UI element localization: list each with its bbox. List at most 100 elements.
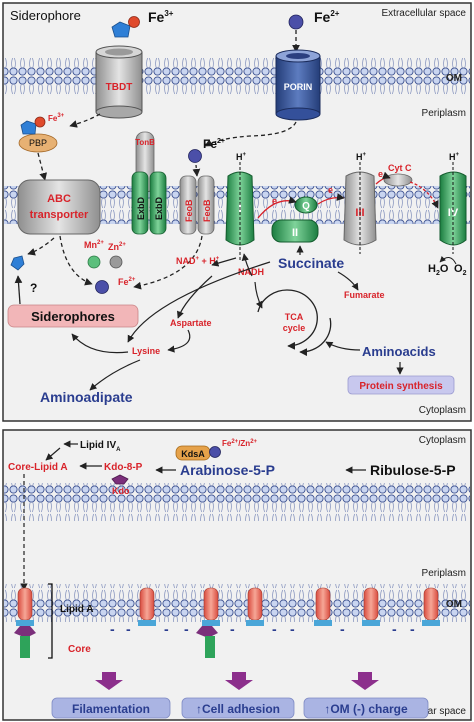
cytoplasm-label: Cytoplasm (419, 405, 466, 416)
complex-ii-label: II (292, 227, 298, 239)
pbp-to-abc-arrow (37, 152, 48, 181)
exbd-label-2: ExbD (154, 196, 164, 220)
proton-label-2: H+ (356, 152, 367, 162)
q-label: Q (302, 201, 310, 212)
ribulose-label: Ribulose-5-P (370, 462, 456, 478)
lps-molecules (14, 587, 440, 658)
tbdt-label: TBDT (106, 82, 133, 93)
aminoacids-to-tca-arrow (325, 341, 361, 351)
outer-membrane-bottom (4, 584, 470, 622)
svg-text:-: - (126, 621, 131, 637)
siderophore-cytoplasm-icon (10, 255, 25, 271)
nad-label: NAD+ + H+ (176, 256, 220, 266)
electron-path-1 (257, 196, 297, 219)
question-label: ? (30, 281, 37, 295)
nadh-to-tca-arrow (254, 281, 263, 309)
siderophore-fe-complex-icon (111, 16, 140, 38)
periplasm-label: Periplasm (422, 108, 466, 119)
tbdt-to-pbp-arrow (69, 113, 101, 128)
arabinose-label: Arabinose-5-P (180, 462, 275, 478)
exbd-protein-1 (131, 171, 149, 235)
quinone-q (294, 196, 318, 214)
aspartate-label: Aspartate (170, 318, 212, 328)
fe2-cytoplasm-ion-icon (95, 280, 109, 294)
fe2-periplasm-ion-icon (188, 149, 202, 163)
siderophore-label: Siderophore (10, 8, 81, 23)
fe-zn-label: Fe2+/Zn2+ (222, 439, 258, 448)
svg-text:-: - (392, 621, 397, 637)
outcome-arrows (95, 672, 379, 690)
tca-cycle-arc-1 (257, 289, 318, 350)
abc-transporter (17, 179, 101, 235)
o2-to-h2o-arrow (439, 256, 457, 265)
succinate-to-fumarate-arrow (337, 271, 359, 291)
outcome-box-filamentation (51, 697, 171, 719)
protein-synthesis-box (347, 375, 455, 395)
nadh-to-complex-i-arrow (241, 253, 253, 277)
outcome-cell-adhesion-label: ↑Cell adhesion (196, 702, 280, 716)
abc-to-fe2-arrow (59, 235, 93, 286)
zn-ion-icon (109, 255, 123, 269)
pbp-label: PBP (29, 138, 47, 148)
svg-text:-: - (272, 621, 277, 637)
outer-membrane-top (4, 58, 470, 96)
feob-label-2: FeoB (202, 199, 212, 222)
exbd-protein-2 (149, 171, 167, 235)
fe3-label: Fe3+ (148, 9, 174, 25)
electron-label-3: e (378, 169, 383, 179)
kdo-shape-icon (111, 474, 129, 485)
kdsa-fe-ion-icon (209, 446, 221, 458)
feob-protein-2 (197, 175, 215, 235)
zn-label: Zn2+ (108, 242, 126, 252)
fe2-periplasm-label: Fe2+ (203, 137, 225, 151)
porin-channel (275, 49, 321, 121)
lipid-a-core-bracket (48, 583, 53, 659)
complex-i-to-nad-arrow (211, 257, 237, 267)
proton-label-1: H+ (236, 152, 247, 162)
feob-label-1: FeoB (184, 199, 194, 222)
fe2-cytoplasm-label: Fe2+ (118, 277, 136, 287)
bottom-periplasm-label: Periplasm (422, 568, 466, 579)
abc-label-line2: transporter (30, 209, 89, 221)
outcome-box-cell-adhesion (181, 697, 295, 719)
fumarate-label: Fumarate (344, 290, 385, 300)
pbp-protein (18, 116, 58, 153)
siderophores-box (7, 304, 139, 328)
aminoacids-label: Aminoacids (362, 344, 436, 359)
tca-cycle-arc-2 (299, 317, 332, 357)
svg-text:-: - (340, 621, 345, 637)
siderophores-up-arrow (14, 275, 23, 305)
electron-label-2: e (328, 185, 333, 195)
lysine-to-aminoadipate-arrow (89, 359, 141, 391)
outcome-filamentation-label: Filamentation (72, 702, 150, 716)
outcome-box-om-charge (303, 697, 429, 719)
pbp-fe3-label: Fe3+ (48, 113, 65, 123)
tonb-label: TonB (135, 138, 155, 147)
o2-label: O2 (454, 263, 467, 277)
tbdt-transporter (95, 45, 143, 119)
inner-membrane-bottom (4, 483, 470, 521)
h2o-label: H2O (428, 263, 449, 277)
fe2-label: Fe2+ (314, 9, 340, 25)
cytochrome-c (383, 173, 413, 187)
core-label: Core (68, 644, 91, 655)
feob-protein-1 (179, 175, 197, 235)
svg-text:-: - (164, 621, 169, 637)
abc-label-line1: ABC (47, 193, 71, 205)
nad-to-aspartate-arrow (176, 275, 213, 319)
aminoadipate-label: Aminoadipate (40, 389, 133, 405)
svg-text:-: - (110, 621, 115, 637)
porin-label: PORIN (284, 82, 313, 92)
exbd-label-1: ExbD (136, 196, 146, 220)
porin-to-periplasm-arrow (204, 121, 297, 147)
outcome-om-charge-label: ↑OM (-) charge (324, 702, 408, 716)
lipid-a-label: Lipid A (60, 604, 94, 615)
electron-path-2 (317, 193, 345, 205)
mn-label: Mn2+ (84, 240, 104, 250)
svg-text:-: - (290, 621, 295, 637)
svg-text:-: - (184, 621, 189, 637)
svg-text:-: - (230, 621, 235, 637)
complex-ii (271, 219, 319, 243)
tca-label-line1: TCA (285, 312, 304, 322)
bottom-panel (2, 429, 472, 721)
